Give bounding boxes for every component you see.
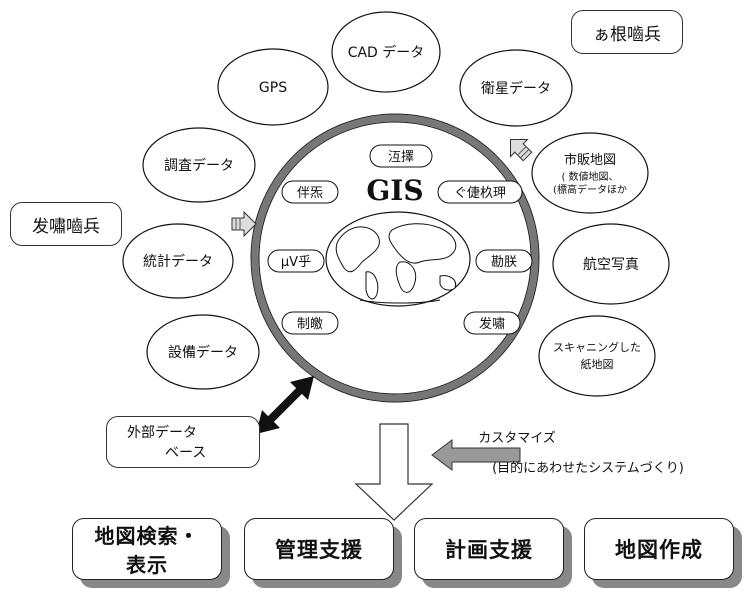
inner-pill-6: 制皦	[281, 311, 339, 335]
inner-label: µV乎	[281, 255, 311, 270]
down-arrow	[354, 423, 434, 521]
source-label: 市販地図	[564, 152, 616, 168]
source-commercial-map: 市販地図 ( 数値地図、 (標高データほか	[531, 132, 649, 214]
external-db-line2: ベース	[165, 445, 207, 461]
source-scanned-map: スキャニングした 紙地図	[538, 315, 656, 397]
inner-label: 沍擇	[388, 149, 414, 165]
inner-label: ぐ倢杦玾	[454, 186, 506, 201]
source-sublabel: ( 数値地図、	[561, 170, 618, 183]
inner-pill-7: 发嘯	[463, 311, 521, 335]
inner-label: 制皦	[297, 317, 323, 332]
corner-label-top-right: ぁ根嚙兵	[571, 10, 683, 54]
source-label: 統計データ	[143, 253, 213, 270]
inner-pill-3: ぐ倢杦玾	[437, 180, 523, 204]
source-label: GPS	[259, 80, 287, 96]
corner-label-left: 发嘯嚙兵	[10, 202, 122, 246]
source-aerial: 航空写真	[552, 223, 670, 305]
source-label: 設備データ	[168, 344, 238, 361]
customize-arrow	[431, 439, 521, 471]
source-statistics: 統計データ	[122, 223, 234, 299]
inner-label: 伴炁	[297, 186, 323, 201]
output-map-search: 地図検索・ 表示	[72, 518, 222, 580]
inner-pill-1: 沍擇	[369, 144, 433, 168]
inner-label: 发嘯	[479, 316, 505, 332]
inner-pill-5: 勘朕	[475, 249, 533, 273]
arrow-left-input	[231, 210, 257, 238]
output-label: 地図検索・	[94, 524, 200, 548]
customize-title: カスタマイズ	[478, 430, 556, 446]
world-map	[325, 211, 471, 307]
source-label: CAD データ	[348, 44, 425, 61]
source-label: 調査データ	[164, 157, 234, 174]
external-db-line1: 外部データ	[127, 425, 197, 441]
inner-pill-4: µV乎	[267, 249, 325, 273]
inner-pill-2: 伴炁	[281, 180, 339, 204]
arrow-right-input	[510, 139, 533, 162]
output-management-support: 管理支援	[244, 518, 394, 580]
source-cad: CAD データ	[331, 11, 441, 93]
source-equipment: 設備データ	[146, 314, 260, 390]
source-satellite: 衛星データ	[459, 49, 573, 127]
source-survey: 調査データ	[142, 127, 256, 203]
source-label: 航空写真	[583, 257, 639, 273]
source-sublabel: (標高データほか	[553, 183, 627, 196]
customize-subtitle: (目的にあわせたシステムづくり)	[492, 460, 684, 476]
external-database-box: 外部データ ベース	[106, 416, 260, 468]
bidirectional-arrow	[256, 376, 314, 434]
output-planning-support: 計画支援	[414, 518, 564, 580]
source-label: 衛星データ	[481, 80, 551, 97]
source-label: 紙地図	[581, 357, 614, 371]
source-label: スキャニングした	[553, 340, 641, 354]
inner-label: 勘朕	[491, 255, 517, 270]
gis-title: GIS	[366, 174, 423, 207]
source-gps: GPS	[217, 48, 329, 126]
output-map-creation: 地図作成	[584, 518, 734, 580]
output-label: 表示	[126, 553, 168, 577]
